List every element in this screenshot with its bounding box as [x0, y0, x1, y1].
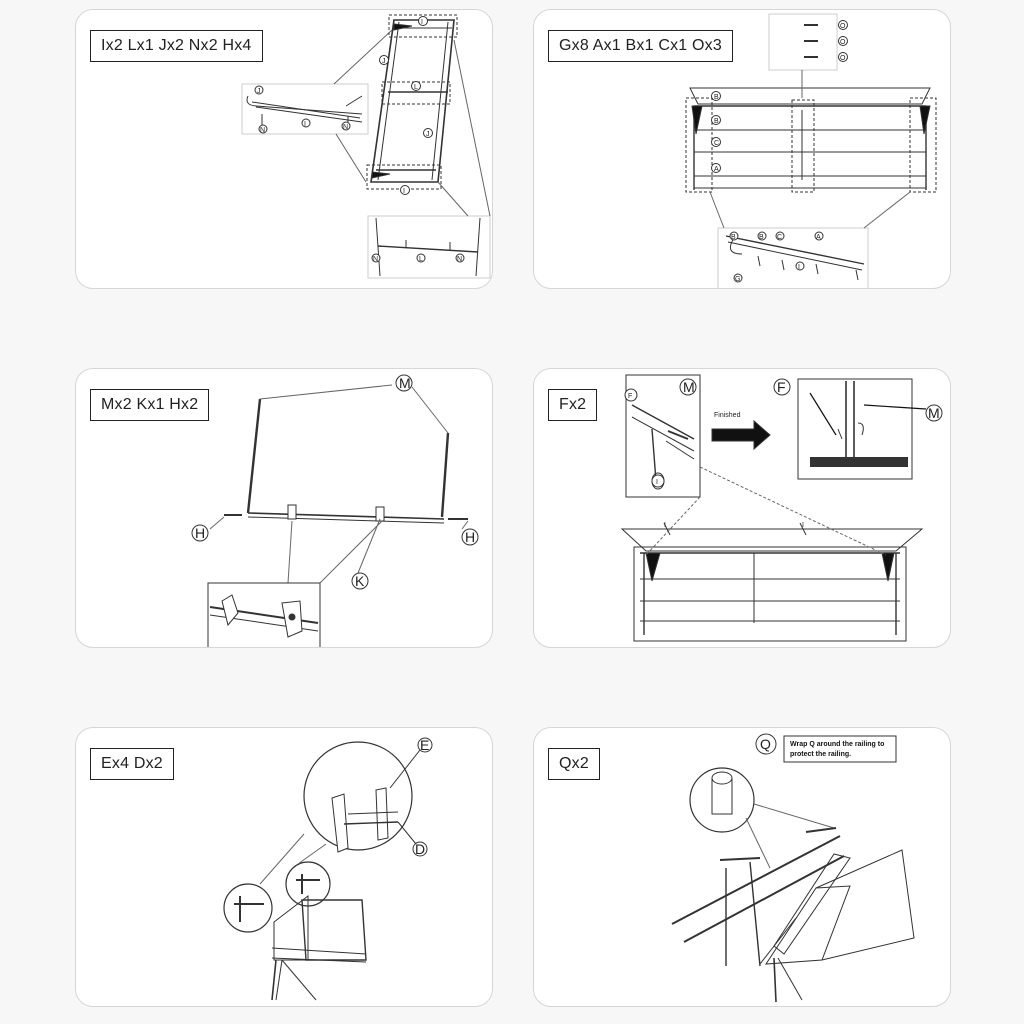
- step-4-panel: Fx2: [533, 368, 951, 648]
- callout-q: Q: [760, 736, 771, 752]
- callout-m-detail: M: [683, 379, 695, 395]
- detail-clip: [207, 582, 321, 647]
- shelf-with-hooks: [620, 522, 924, 642]
- callout-a-detail: A: [816, 234, 821, 241]
- callout-b-detail-1: B: [731, 234, 736, 241]
- detail-side-rail: [717, 227, 869, 288]
- callout-b-top: B: [714, 94, 719, 101]
- step-3-diagram: M H H K: [191, 374, 479, 647]
- callout-m: M: [399, 375, 411, 391]
- callout-o-1: O: [840, 23, 846, 30]
- callout-h-right: H: [465, 529, 475, 545]
- backrest-frame: [246, 398, 450, 524]
- step-6-panel: Qx2: [533, 727, 951, 1007]
- callout-n-left: N: [260, 127, 265, 134]
- finished-label: Finished: [714, 412, 741, 419]
- detail-rail-bracket: [241, 83, 369, 135]
- step-6-diagram: Q Wrap Q around the railing to protect t…: [671, 733, 915, 1003]
- callout-j-right: J: [426, 131, 430, 138]
- callout-l: L: [414, 84, 418, 91]
- callout-c: C: [714, 140, 719, 147]
- detail-base-rail: [367, 215, 491, 279]
- step-6-parts-list: Qx2: [548, 748, 600, 780]
- step-4-parts-list: Fx2: [548, 389, 598, 421]
- finished-detail: [810, 381, 908, 467]
- callout-i-shelf-left: I: [664, 522, 666, 529]
- frame-side-assembly: [370, 19, 455, 183]
- step-6-note-line-1: Wrap Q around the railing to: [790, 741, 884, 748]
- callout-k: K: [355, 573, 365, 589]
- callout-n-right: N: [343, 124, 348, 131]
- step-6-note-line-2: protect the railing.: [790, 751, 851, 758]
- callout-n-base-left: N: [373, 256, 378, 263]
- zoom-circle-b: [296, 874, 320, 894]
- railing-protector-detail: [711, 771, 733, 815]
- step-2-panel: Gx8 Ax1 Bx1 Cx1 Ox3: [533, 9, 951, 289]
- step-3-panel: Mx2 Kx1 Hx2: [75, 368, 493, 648]
- magnified-bracket: [331, 787, 399, 853]
- callout-f: F: [777, 379, 786, 395]
- callout-h-left: H: [195, 525, 205, 541]
- callout-b-detail-2: B: [759, 234, 764, 241]
- callout-b: B: [714, 118, 719, 125]
- hook-detail: [631, 404, 695, 490]
- callout-e: E: [420, 737, 429, 753]
- callout-c-detail: C: [777, 234, 782, 241]
- step-3-parts-list: Mx2 Kx1 Hx2: [90, 389, 210, 421]
- callout-o-2: O: [840, 39, 846, 46]
- callout-g-detail: G: [735, 276, 740, 283]
- callout-f-detail: F: [628, 393, 632, 400]
- callout-i-detail: I: [798, 264, 800, 271]
- callout-n-base-right: N: [457, 256, 462, 263]
- step-5-parts-list: Ex4 Dx2: [90, 748, 174, 780]
- finished-arrow: [711, 419, 771, 451]
- callout-j-left: J: [382, 58, 386, 65]
- zoom-circle-a: [234, 896, 264, 922]
- step-1-parts-list: Ix2 Lx1 Jx2 Nx2 Hx4: [90, 30, 263, 62]
- step-5-panel: Ex4 Dx2: [75, 727, 493, 1007]
- callout-m: M: [928, 405, 940, 421]
- callout-i-shelf-right: I: [802, 522, 804, 529]
- step-2-parts-list: Gx8 Ax1 Bx1 Cx1 Ox3: [548, 30, 733, 62]
- step-4-diagram: M F I Finished F M I I: [620, 374, 943, 642]
- callout-l-base: L: [419, 256, 423, 263]
- callout-j-detail: J: [257, 88, 261, 95]
- seat-assembly: [271, 894, 367, 1001]
- callout-i-hook: I: [656, 479, 658, 486]
- callout-i-detail: I: [304, 121, 306, 128]
- step-2-diagram: O O O B B C A B B C A I G: [685, 13, 937, 288]
- railing-mounted-seat: [671, 827, 915, 1003]
- step-1-diagram: I J L J I J I N N N L N: [241, 14, 491, 279]
- step-5-diagram: E D: [223, 737, 433, 1001]
- callout-i-bottom: I: [403, 188, 405, 195]
- callout-a: A: [714, 166, 719, 173]
- screw-detail: [804, 24, 818, 58]
- callout-i-top: I: [421, 19, 423, 26]
- callout-o-3: O: [840, 55, 846, 62]
- shelf-assembly: [689, 87, 931, 190]
- step-1-panel: Ix2 Lx1 Jx2 Nx2 Hx4: [75, 9, 493, 289]
- callout-d: D: [415, 841, 425, 857]
